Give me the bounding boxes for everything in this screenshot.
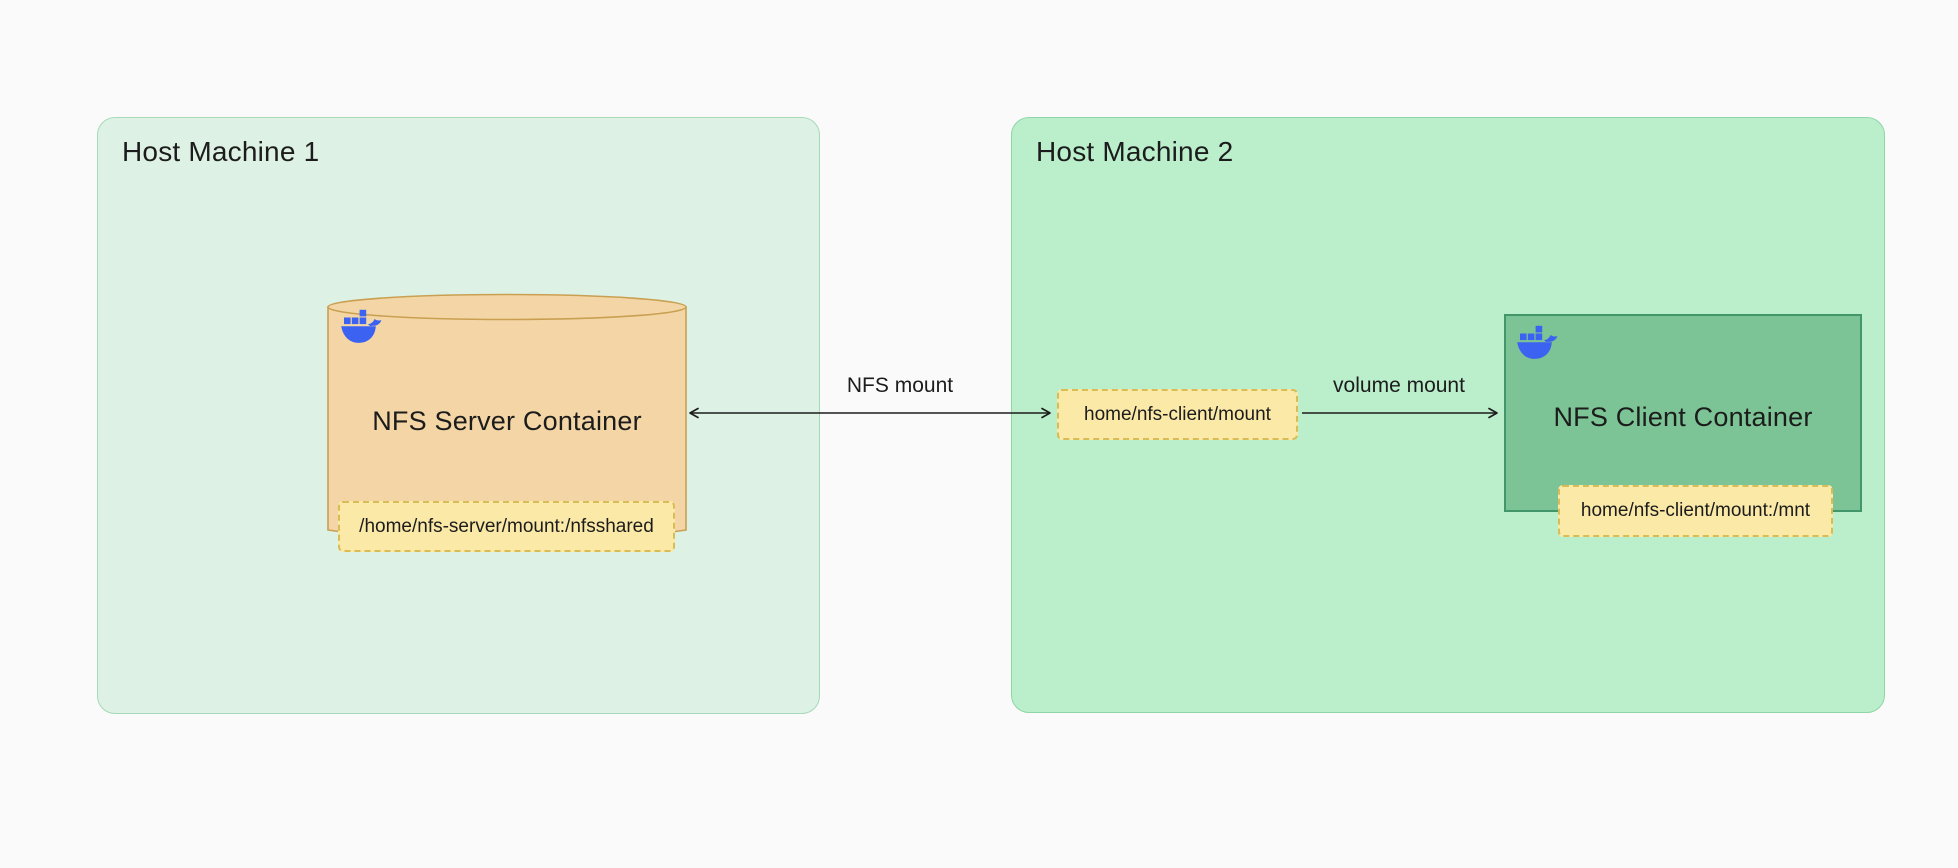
host-machine-2-title: Host Machine 2 (1036, 136, 1234, 167)
nfs-server-container-title: NFS Server Container (372, 406, 642, 436)
host-mount-point-label: home/nfs-client/mount (1057, 389, 1298, 440)
host-machine-1-title: Host Machine 1 (122, 136, 320, 167)
volume-mount-arrow-label: volume mount (1333, 374, 1465, 397)
server-mount-binding-label: /home/nfs-server/mount:/nfsshared (338, 501, 675, 552)
nfs-client-container-title: NFS Client Container (1553, 402, 1813, 432)
nfs-mount-arrow-label: NFS mount (846, 374, 954, 397)
client-mount-binding-label: home/nfs-client/mount:/mnt (1558, 485, 1833, 537)
nfs-client-container-box (1504, 314, 1862, 512)
